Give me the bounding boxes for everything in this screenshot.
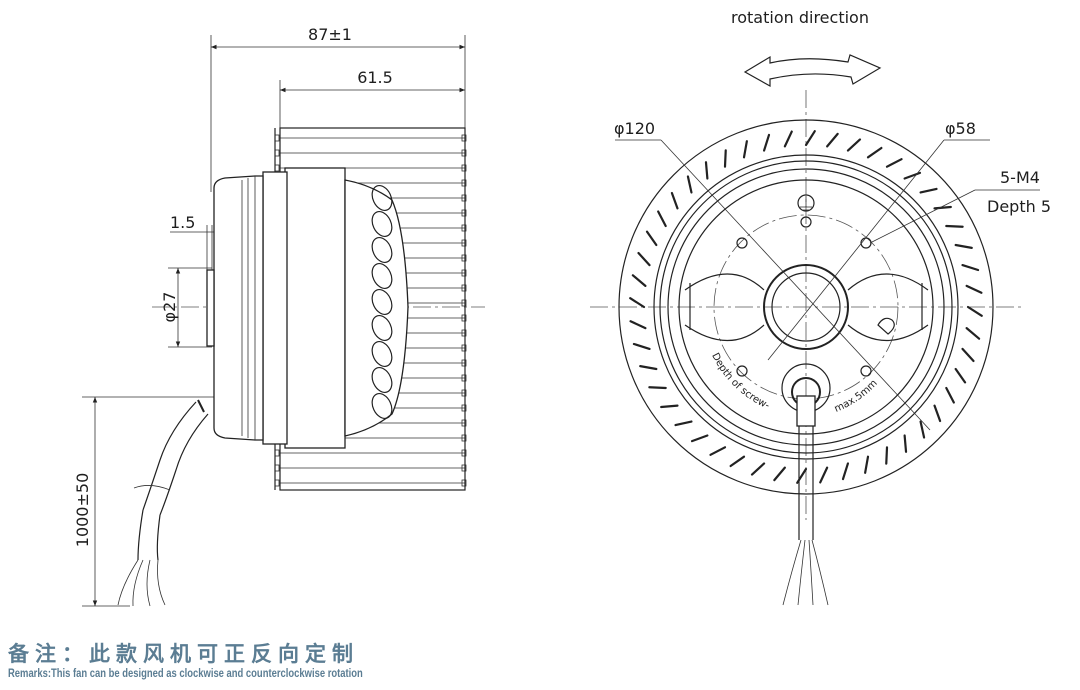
dim-hub-diameter-label: φ27 (160, 292, 179, 323)
hub-boss (206, 269, 215, 347)
technical-drawing: 87±1 61.5 1.5 φ27 1000±50 (73, 8, 1051, 607)
dimension-impeller-length: 61.5 (279, 68, 465, 128)
dim-flange-label: 1.5 (170, 213, 195, 232)
front-view: rotation direction (590, 8, 1051, 606)
dim-outer-diameter-label: φ120 (614, 119, 655, 138)
remarks-block: 备注：此款风机可正反向定制 Remarks:This fan can be de… (8, 641, 608, 680)
dimension-hub-diameter: φ27 (160, 267, 212, 348)
outer-rim (618, 119, 994, 495)
hub-inner (771, 272, 841, 342)
side-view: 87±1 61.5 1.5 φ27 1000±50 (73, 25, 485, 607)
label-max-depth: max.5mm (833, 378, 880, 415)
label-depth-of-screw: Depth of screw- (709, 351, 771, 411)
screw-holes (736, 194, 895, 377)
dim-impeller-length-label: 61.5 (357, 68, 393, 87)
screw-spec-label: 5-M4 (1000, 168, 1040, 187)
dim-cable-length-label: 1000±50 (73, 473, 92, 547)
bolt-circle (713, 214, 899, 400)
rotor-flange (262, 171, 288, 445)
rotor-body (284, 167, 346, 449)
ground-symbol-icon (797, 194, 815, 212)
screw-depth-label: Depth 5 (987, 197, 1051, 216)
dimension-total-length: 87±1 (210, 25, 466, 192)
cable (117, 399, 209, 607)
rotation-arrow-icon (743, 54, 882, 88)
hub-outer (763, 264, 849, 350)
blade-slots (629, 130, 983, 484)
cable-gland (781, 363, 831, 606)
dimension-cable-length: 1000±50 (73, 396, 215, 607)
dim-total-length-label: 87±1 (308, 25, 352, 44)
cone-holes (371, 185, 393, 419)
remarks-chinese: 备注：此款风机可正反向定制 (8, 642, 359, 666)
remarks-english: Remarks:This fan can be designed as cloc… (8, 668, 363, 680)
rotation-direction-label: rotation direction (731, 8, 869, 27)
motor-housing (213, 175, 264, 441)
impeller-cone (344, 179, 409, 437)
motor-housing-front (659, 160, 953, 454)
dim-front-hub-diameter-label: φ58 (945, 119, 976, 138)
